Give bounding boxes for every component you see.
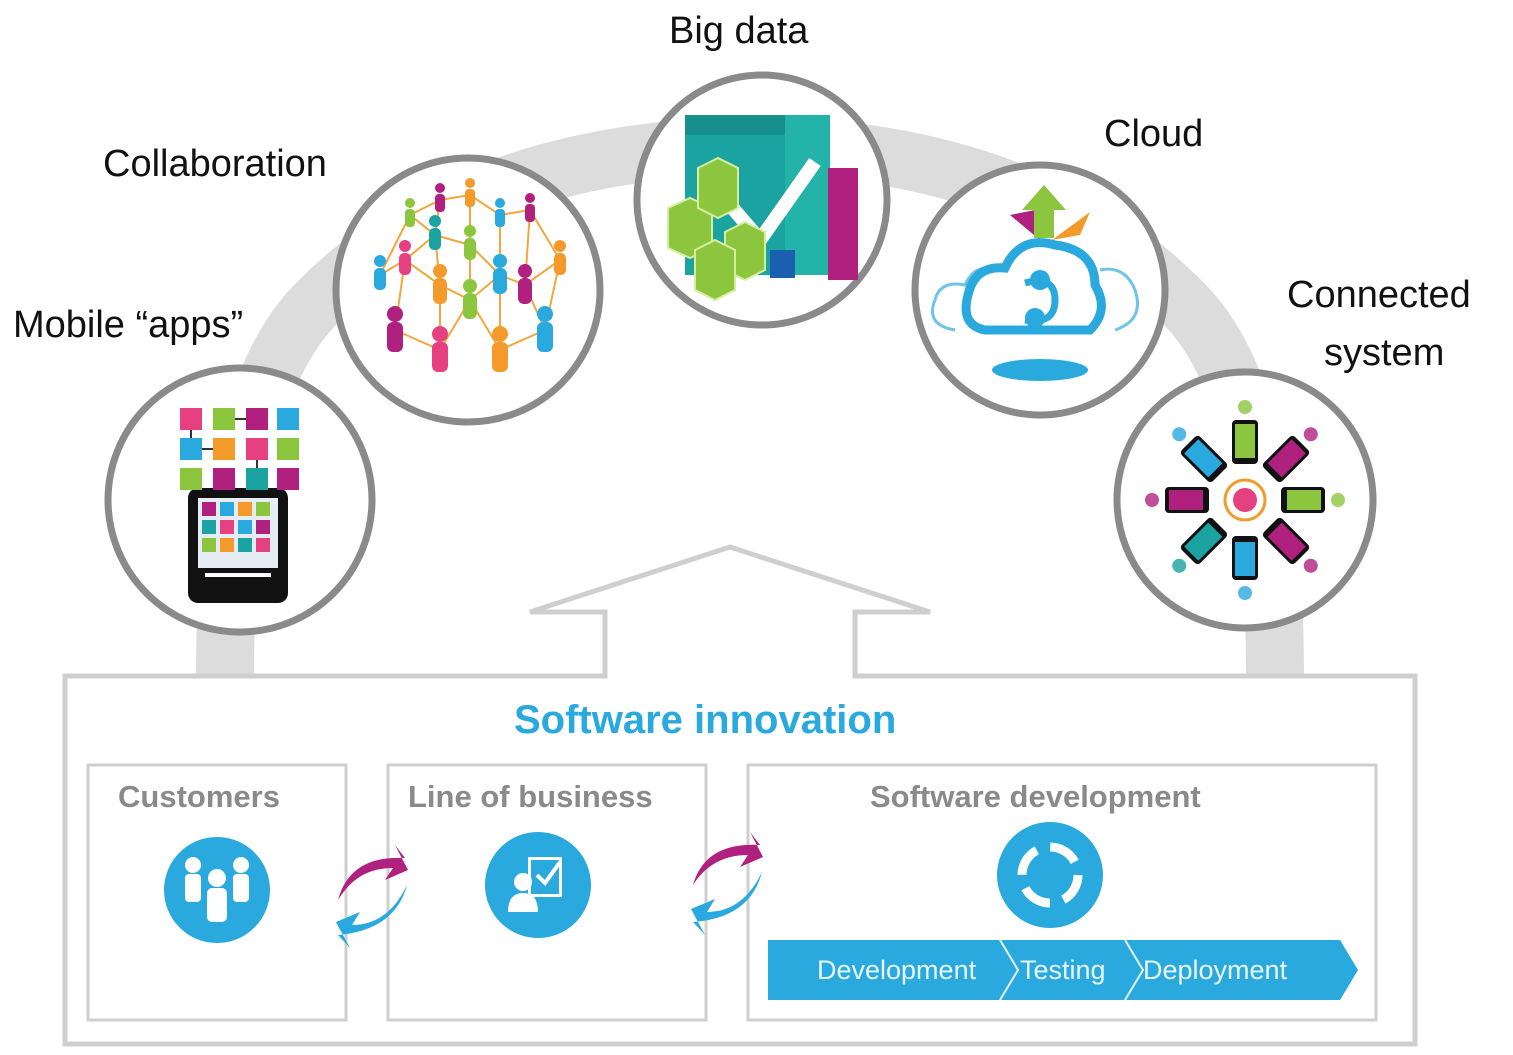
label-cloud: Cloud	[1104, 113, 1204, 155]
pipeline-stage-testing: Testing	[1020, 955, 1106, 985]
people-group-icon	[164, 837, 270, 943]
mobile-apps-icon	[104, 364, 376, 636]
pipeline-stage-development: Development	[817, 955, 977, 985]
pipeline-stage-deployment: Deployment	[1143, 955, 1288, 985]
cycle-arrows-icon	[997, 822, 1103, 928]
cubes-chart-icon	[633, 71, 891, 329]
software-innovation-title: Software innovation	[514, 698, 897, 742]
label-connected-system-line1: Connected	[1287, 274, 1471, 316]
label-mobile-apps: Mobile “apps”	[13, 304, 244, 346]
customers-title: Customers	[118, 779, 280, 814]
exchange-arrows-icon	[336, 832, 763, 948]
pipeline-band: Development Testing Deployment	[768, 939, 1358, 1001]
label-collaboration: Collaboration	[103, 143, 327, 185]
connected-devices-icon	[1113, 368, 1377, 632]
people-network-icon	[332, 154, 604, 426]
line-of-business-title: Line of business	[408, 779, 653, 814]
label-connected-system-line2: system	[1324, 332, 1445, 374]
software-development-title: Software development	[870, 779, 1201, 814]
cloud-icon	[911, 161, 1169, 419]
person-document-icon	[485, 832, 591, 938]
label-big-data: Big data	[669, 10, 809, 52]
